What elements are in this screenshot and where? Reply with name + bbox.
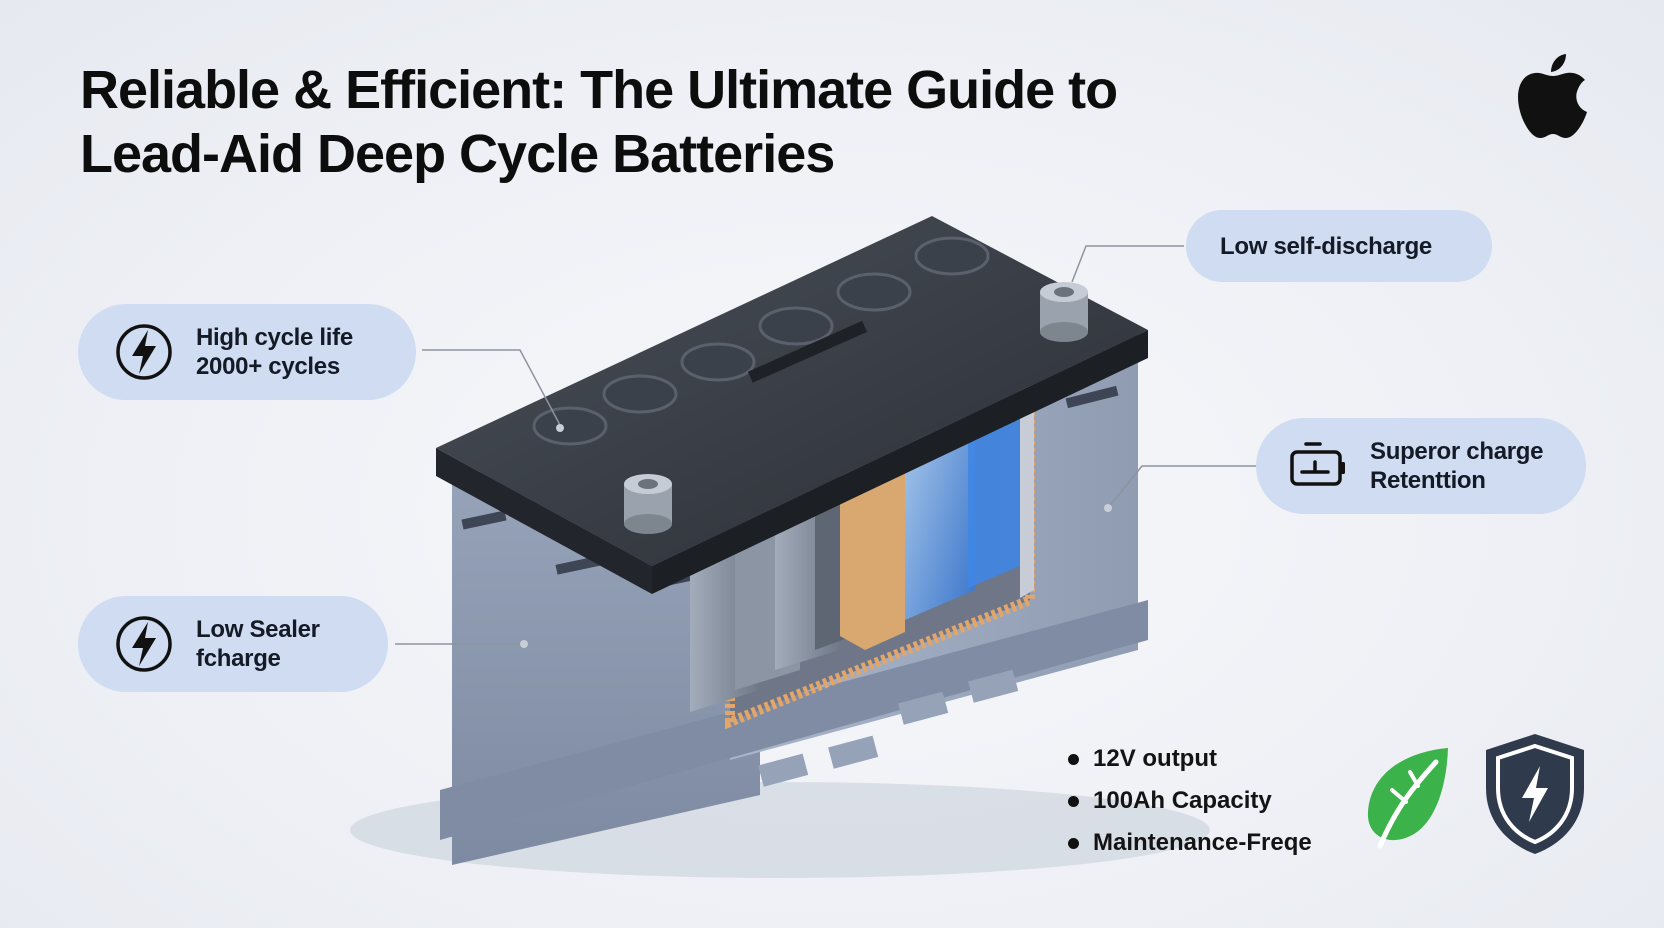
negative-terminal [624, 474, 672, 534]
callout-low-sealer-line2: fcharge [196, 645, 281, 672]
page-title: Reliable & Efficient: The Ultimate Guide… [80, 58, 1118, 186]
lightning-bolt-icon [116, 616, 172, 672]
leader-lines [395, 245, 1256, 645]
callout-low-sealer: Low Sealer fcharge [78, 596, 388, 692]
battery-foot [828, 735, 879, 769]
vent-caps [532, 236, 990, 446]
callout-charge-retention-line2: Retenttion [1370, 467, 1486, 494]
callout-low-self-discharge-label: Low self-discharge [1220, 232, 1432, 260]
leader-dots [520, 424, 1112, 648]
spec-item-label: 100Ah Capacity [1093, 787, 1272, 814]
battery-lid-top [436, 216, 1148, 566]
leaf-icon [1367, 748, 1448, 849]
callout-charge-retention-line1: Superor charge [1370, 438, 1544, 465]
page-title-line2: Lead-Aid Deep Cycle Batteries [80, 124, 835, 184]
battery-base [440, 600, 1148, 840]
positive-terminal [1040, 282, 1088, 342]
lid-handle-slot [747, 320, 867, 383]
battery-icon [1290, 442, 1345, 486]
bullet-icon [1068, 837, 1079, 849]
apple-logo-icon [1518, 54, 1587, 138]
callout-charge-retention-text: Superor charge Retenttion [1370, 437, 1543, 495]
bullet-icon [1068, 795, 1079, 807]
battery-lid-side [436, 448, 652, 594]
callout-low-sealer-line1: Low Sealer [196, 616, 320, 643]
callout-high-cycle-life-text: High cycle life 2000+ cycles [196, 323, 353, 381]
callout-high-cycle-life-line2: 2000+ cycles [196, 353, 340, 380]
lightning-bolt-icon [116, 324, 172, 380]
spec-item: Maintenance-Freqe [1068, 822, 1312, 864]
page-title-line1: Reliable & Efficient: The Ultimate Guide… [80, 60, 1118, 120]
battery-foot [968, 669, 1019, 703]
callout-high-cycle-life-line1: High cycle life [196, 324, 353, 351]
battery-lid-front [652, 330, 1148, 594]
callout-high-cycle-life: High cycle life 2000+ cycles [78, 304, 416, 400]
shield-lightning-icon [1486, 734, 1584, 854]
spec-item: 100Ah Capacity [1068, 780, 1312, 822]
callout-low-self-discharge: Low self-discharge [1186, 210, 1492, 282]
callout-charge-retention: Superor charge Retenttion [1256, 418, 1586, 514]
battery-foot [898, 691, 949, 725]
bullet-icon [1068, 753, 1079, 765]
callout-low-sealer-text: Low Sealer fcharge [196, 615, 320, 673]
spec-item-label: Maintenance-Freqe [1093, 829, 1312, 856]
battery-foot [758, 753, 809, 787]
spec-list: 12V output 100Ah Capacity Maintenance-Fr… [1068, 738, 1312, 864]
spec-item-label: 12V output [1093, 745, 1217, 772]
spec-item: 12V output [1068, 738, 1312, 780]
